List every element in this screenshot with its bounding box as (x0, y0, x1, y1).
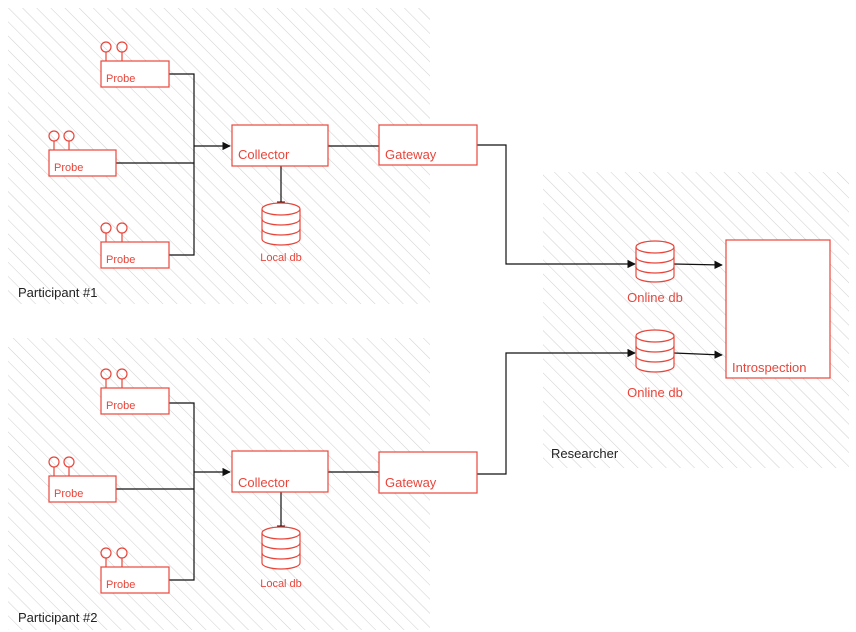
p1-probe-1-label: Probe (106, 73, 135, 85)
researcher-connectors (673, 260, 723, 359)
p1-local-db-icon (261, 202, 301, 246)
p1-gateway-label: Gateway (385, 147, 437, 162)
participant-2-label: Participant #2 (18, 610, 98, 625)
p1-probe-3-label: Probe (106, 254, 135, 266)
p2-probe-3: Probe (100, 547, 170, 594)
participant-1-label: Participant #1 (18, 285, 98, 300)
p2-local-db-icon (261, 526, 301, 570)
p2-probe-1: Probe (100, 368, 170, 415)
p2-probe-2-label: Probe (54, 488, 83, 500)
p1-collector-label: Collector (238, 147, 290, 162)
online-db-1-icon (635, 240, 675, 283)
p2-gateway-label: Gateway (385, 475, 437, 490)
researcher-diagram: Online db Online db Introspection (627, 239, 831, 400)
p1-connectors (116, 73, 636, 269)
online-db-1-label: Online db (627, 290, 683, 305)
p2-collector-label: Collector (238, 475, 290, 490)
online-db-2-label: Online db (627, 385, 683, 400)
p2-probe-1-label: Probe (106, 400, 135, 412)
p2-collector: Collector (231, 450, 329, 493)
p2-local-db-label: Local db (260, 578, 302, 590)
p1-collector: Collector (231, 124, 329, 167)
p1-probe-3: Probe (100, 222, 170, 269)
p2-connectors (116, 348, 636, 581)
introspection-box: Introspection (725, 239, 831, 379)
p2-probe-3-label: Probe (106, 579, 135, 591)
introspection-label: Introspection (732, 360, 806, 375)
p1-probe-2: Probe (48, 130, 117, 177)
participant-2-diagram: Probe Probe Probe Collector Gat (48, 348, 636, 594)
p1-probe-1: Probe (100, 41, 170, 88)
p1-gateway: Gateway (378, 124, 478, 166)
p1-local-db-label: Local db (260, 252, 302, 264)
participant-1-diagram: Probe Probe Probe Collector Gat (48, 41, 636, 269)
online-db-2-icon (635, 329, 675, 373)
p2-probe-2: Probe (48, 456, 117, 503)
researcher-label: Researcher (551, 446, 619, 461)
p1-probe-2-label: Probe (54, 162, 83, 174)
p2-gateway: Gateway (378, 451, 478, 494)
